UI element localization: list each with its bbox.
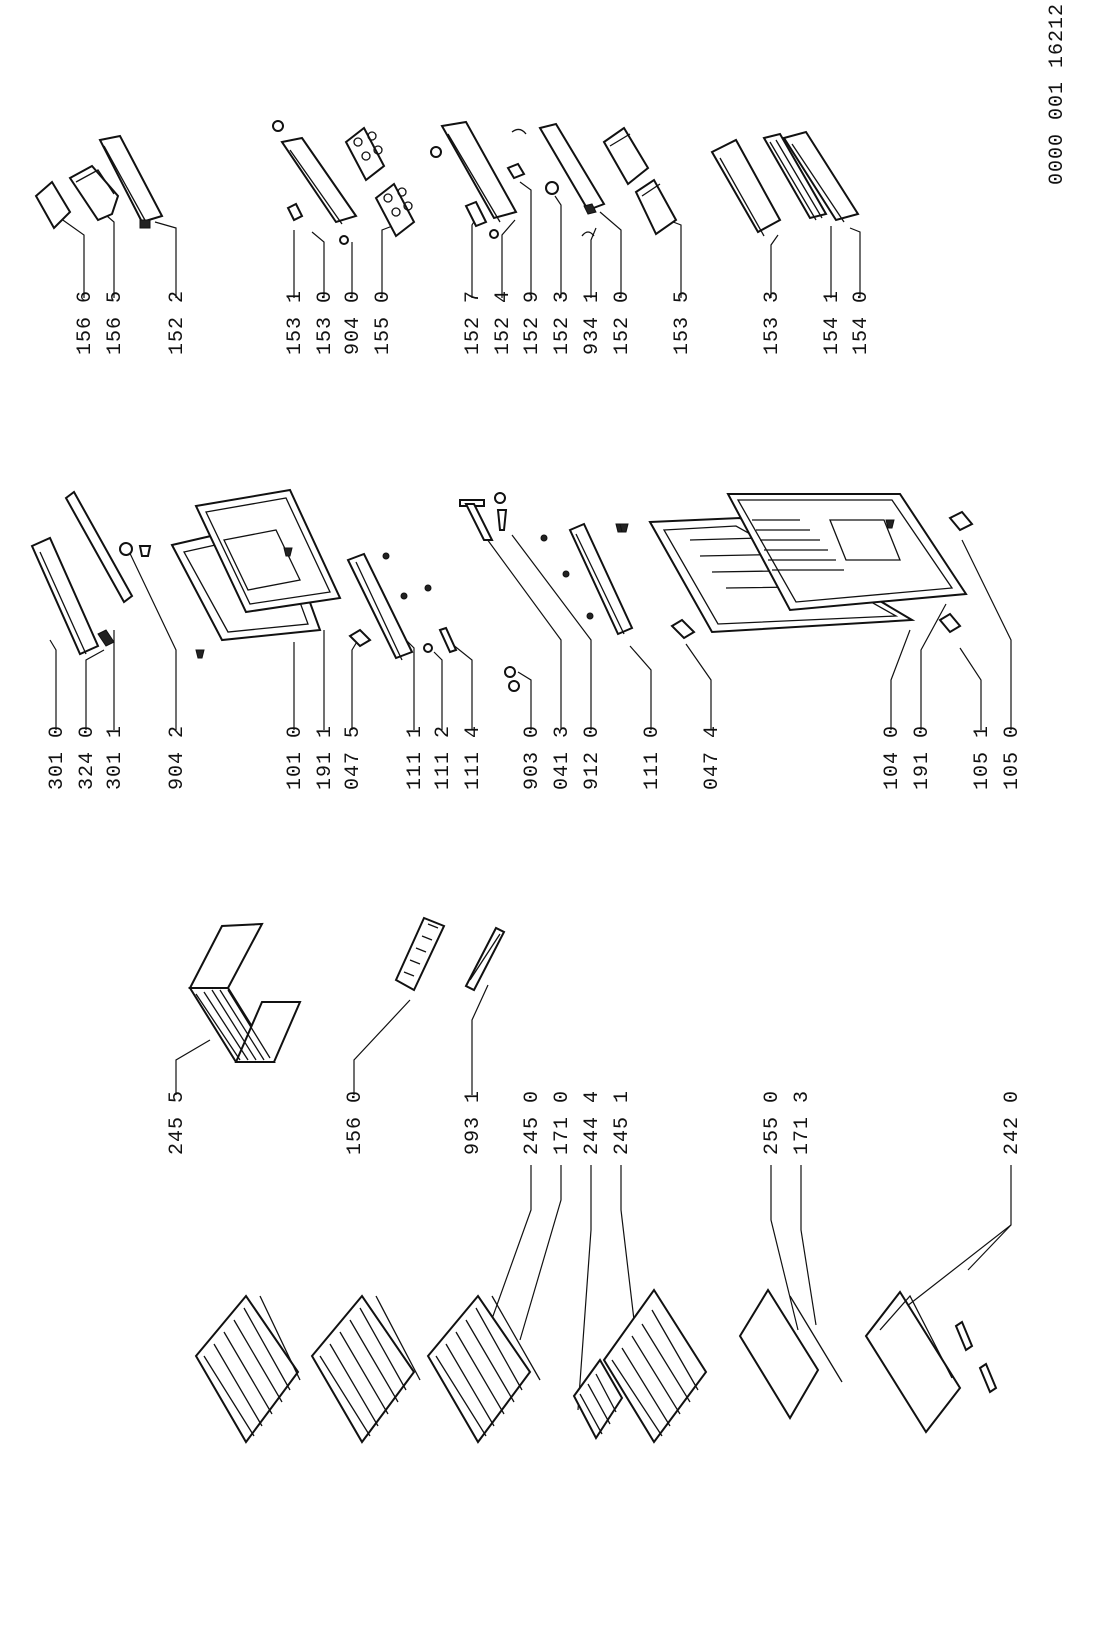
part-label: 244 4 xyxy=(581,1090,604,1155)
part-label: 301 1 xyxy=(104,725,127,790)
part-label: 171 0 xyxy=(551,1090,574,1155)
part-label: 153 5 xyxy=(671,290,694,355)
part-label: 155 0 xyxy=(372,290,395,355)
part-label: 934 1 xyxy=(581,290,604,355)
part-label: 245 1 xyxy=(611,1090,634,1155)
wire-shelf-stack xyxy=(194,1288,708,1444)
part-label: 104 0 xyxy=(881,725,904,790)
document-number: 0000 001 16212 xyxy=(1046,3,1069,185)
middle-group-labels: 301 0 324 0 301 1 904 2 101 0 191 1 047 … xyxy=(46,725,1024,790)
part-label: 152 4 xyxy=(492,290,515,355)
part-label: 111 1 xyxy=(404,725,427,790)
part-label: 993 1 xyxy=(462,1090,485,1155)
part-label: 111 2 xyxy=(432,725,455,790)
part-label: 904 2 xyxy=(166,725,189,790)
bottom-group-labels: 245 5 156 0 993 1 245 0 171 0 244 4 245 … xyxy=(166,1090,1024,1155)
part-label: 191 1 xyxy=(314,725,337,790)
wire-shelf-folded xyxy=(188,922,302,1063)
part-label: 153 1 xyxy=(284,290,307,355)
part-label: 903 0 xyxy=(521,725,544,790)
bottom-group-parts xyxy=(188,916,998,1444)
middle-group-leaders xyxy=(49,534,1012,730)
part-label: 041 3 xyxy=(551,725,574,790)
part-label: 191 0 xyxy=(911,725,934,790)
part-label: 111 0 xyxy=(641,725,664,790)
part-label: 153 3 xyxy=(761,290,784,355)
part-label: 156 0 xyxy=(344,1090,367,1155)
part-label: 105 1 xyxy=(971,725,994,790)
freezer-door xyxy=(170,488,342,659)
part-label: 156 5 xyxy=(104,290,127,355)
part-label: 111 4 xyxy=(462,725,485,790)
part-label: 152 9 xyxy=(521,290,544,355)
part-label: 047 5 xyxy=(342,725,365,790)
part-label: 242 0 xyxy=(1001,1090,1024,1155)
part-label: 324 0 xyxy=(76,725,99,790)
part-label: 255 0 xyxy=(761,1090,784,1155)
bottom-group-leaders xyxy=(175,984,1012,1411)
part-label: 047 4 xyxy=(701,725,724,790)
egg-tray xyxy=(344,126,416,238)
top-group-labels: 156 6 156 5 152 2 153 1 153 0 904 0 155 … xyxy=(74,290,873,355)
part-label: 245 5 xyxy=(166,1090,189,1155)
part-label: 154 0 xyxy=(850,290,873,355)
part-label: 101 0 xyxy=(284,725,307,790)
part-label: 152 3 xyxy=(551,290,574,355)
part-label: 171 3 xyxy=(791,1090,814,1155)
part-label: 152 7 xyxy=(462,290,485,355)
crisper-drawer xyxy=(864,1290,998,1434)
part-label: 105 0 xyxy=(1001,725,1024,790)
part-label: 152 0 xyxy=(611,290,634,355)
part-label: 152 2 xyxy=(166,290,189,355)
main-door xyxy=(619,493,968,634)
middle-group-parts xyxy=(30,488,974,692)
top-group-parts xyxy=(34,120,860,245)
part-label: 154 1 xyxy=(821,290,844,355)
part-label: 156 6 xyxy=(74,290,97,355)
part-label: 245 0 xyxy=(521,1090,544,1155)
part-label: 153 0 xyxy=(314,290,337,355)
part-label: 301 0 xyxy=(46,725,69,790)
part-label: 912 0 xyxy=(581,725,604,790)
part-label: 904 0 xyxy=(342,290,365,355)
